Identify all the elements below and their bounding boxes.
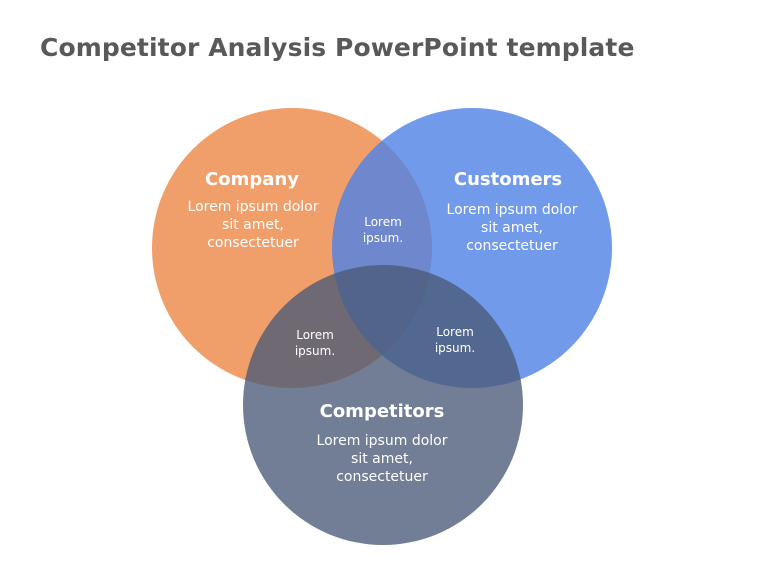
overlap-company-competitors-line2: ipsum. xyxy=(295,344,335,358)
customers-text-line1: Lorem ipsum dolor xyxy=(447,202,578,218)
company-title: Company xyxy=(205,169,299,190)
customers-text-line2: sit amet, xyxy=(481,220,543,236)
overlap-company-customers-line2: ipsum. xyxy=(363,231,403,245)
company-text-line1: Lorem ipsum dolor xyxy=(188,199,319,215)
competitors-circle xyxy=(243,265,523,545)
overlap-company-competitors-line1: Lorem xyxy=(296,328,334,342)
overlap-customers-competitors-line1: Lorem xyxy=(436,325,474,339)
competitors-text-line3: consectetuer xyxy=(336,469,428,485)
customers-text-line3: consectetuer xyxy=(466,238,558,254)
competitors-text-line2: sit amet, xyxy=(351,451,413,467)
overlap-customers-competitors-line2: ipsum. xyxy=(435,341,475,355)
company-text-line2: sit amet, xyxy=(222,217,284,233)
competitors-text-line1: Lorem ipsum dolor xyxy=(317,433,448,449)
competitors-title: Competitors xyxy=(320,401,445,422)
customers-title: Customers xyxy=(454,169,562,190)
company-text-line3: consectetuer xyxy=(207,235,299,251)
page-title: Competitor Analysis PowerPoint template xyxy=(40,33,635,62)
overlap-company-customers-line1: Lorem xyxy=(364,215,402,229)
